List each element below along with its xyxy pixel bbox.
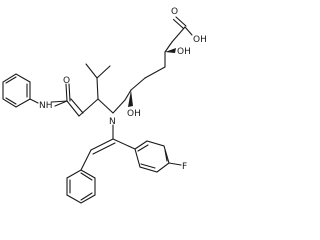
bond-ring-f bbox=[168, 162, 182, 166]
ring-fluoro-inner-3 bbox=[140, 163, 156, 169]
ring-anilide-inner-2 bbox=[5, 76, 17, 84]
bond-c1-o-double-a bbox=[175, 16, 187, 27]
ring-styryl-inner-2 bbox=[80, 192, 93, 201]
ring-fluoro-inner-2 bbox=[164, 149, 168, 162]
bond-ch-vinyl bbox=[78, 98, 99, 117]
bond-c6-c7 bbox=[124, 89, 132, 101]
atom-label-o-acid: O bbox=[171, 7, 178, 17]
bond-ch-phenyl bbox=[80, 149, 92, 171]
bond-c4-c5 bbox=[144, 66, 166, 79]
bond-iprop-me1 bbox=[85, 63, 98, 79]
atom-label-o-amide: O bbox=[63, 76, 70, 86]
bond-vinyl-double-b bbox=[70, 98, 84, 114]
bond-c7-n bbox=[112, 99, 126, 114]
phenyl-ring-styryl bbox=[66, 169, 96, 204]
ring-fluoro-inner-1 bbox=[137, 144, 149, 152]
bond-c1-oh bbox=[184, 26, 193, 36]
amide-side bbox=[29, 63, 114, 117]
wedge-c3-oh bbox=[165, 48, 176, 53]
bond-n-ch bbox=[97, 98, 114, 114]
atom-label-oh-3: OH bbox=[177, 47, 191, 57]
bond-c-vinyl-double-b bbox=[92, 142, 116, 155]
acid-chain bbox=[112, 16, 193, 114]
wedge-c5-oh bbox=[128, 90, 133, 107]
fluorophenyl-ring bbox=[134, 140, 182, 173]
bond-c1-c2 bbox=[171, 26, 186, 43]
ring-anilide-outline bbox=[2, 73, 31, 108]
bond-co-nh bbox=[54, 100, 68, 107]
bond-co-o-b bbox=[68, 83, 71, 102]
bond-c1-o-double-b bbox=[172, 18, 185, 30]
bond-c2-c3 bbox=[164, 41, 173, 53]
bond-c-vinyl-aryl bbox=[112, 138, 136, 150]
phenyl-ring-anilide bbox=[2, 73, 31, 108]
bond-vinyl-double-a bbox=[66, 100, 80, 117]
ring-styryl-outline bbox=[66, 169, 96, 204]
ring-styryl-inner-1 bbox=[80, 172, 93, 181]
bond-iprop-me2 bbox=[96, 65, 111, 79]
styryl-side bbox=[80, 124, 136, 171]
bond-c5-c6 bbox=[130, 77, 146, 91]
atom-label-n: N bbox=[109, 117, 116, 127]
atom-labels: O OH OH OH O NH N F bbox=[39, 7, 207, 172]
atom-label-oh-acid: OH bbox=[193, 35, 207, 45]
atom-label-oh-5: OH bbox=[127, 109, 141, 119]
bond-vinyl-co bbox=[51, 100, 68, 103]
bond-co-o-a bbox=[65, 83, 68, 102]
atom-label-f: F bbox=[182, 162, 187, 172]
atom-label-nh: NH bbox=[39, 101, 53, 111]
bond-nh-phenyl bbox=[29, 98, 39, 104]
chemical-structure: O OH OH OH O NH N F bbox=[2, 7, 207, 204]
ring-anilide-inner-3 bbox=[5, 97, 17, 105]
bond-ch-iprop bbox=[96, 77, 99, 100]
bond-c-vinyl-double-a bbox=[90, 138, 114, 151]
stereo-wedges bbox=[128, 48, 176, 107]
